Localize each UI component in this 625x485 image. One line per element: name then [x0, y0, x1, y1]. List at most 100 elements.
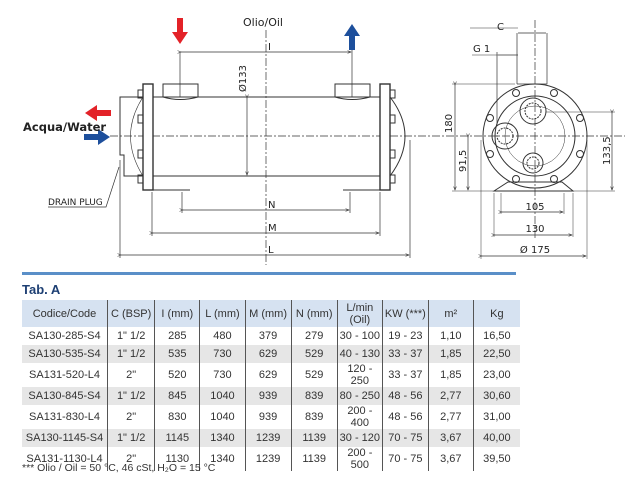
table-cell: 19 - 23: [381, 327, 429, 345]
dim-91-5-label: 91,5: [458, 150, 469, 172]
table-cell: 80 - 250: [336, 387, 383, 405]
table-cell: 48 - 56: [381, 405, 429, 429]
table-cell: 1130: [154, 447, 200, 471]
section-divider: [22, 272, 516, 275]
table-cell: 22,50: [472, 345, 520, 363]
table-cell: 529: [290, 363, 338, 387]
table-cell: 3,67: [427, 429, 474, 447]
table-cell: 1,85: [427, 363, 474, 387]
table-cell: SA131-830-L4: [29, 411, 100, 423]
table-cell: 1139: [290, 447, 338, 471]
table-cell: 120 - 250: [336, 363, 383, 387]
column-header: KW (***): [381, 300, 429, 327]
column-header: C (BSP): [107, 300, 155, 327]
table-cell: SA130-845-S4: [22, 387, 108, 405]
table-title: Tab. A: [22, 282, 61, 297]
table-cell: 830: [154, 405, 200, 429]
dim-105-label: 105: [525, 202, 544, 213]
table-cell: 730: [199, 345, 246, 363]
table-cell: 1" 1/2: [107, 345, 155, 363]
dim-i-label: I: [268, 42, 271, 53]
table-cell: 1" 1/2: [107, 429, 155, 447]
dim-l-label: L: [268, 245, 274, 256]
table-cell: 16,50: [472, 327, 520, 345]
table-cell: 33 - 37: [381, 363, 429, 387]
table-cell: SA131-520-L4: [29, 369, 100, 381]
table-cell: 839: [290, 387, 338, 405]
table-cell: SA130-1145-S4: [22, 429, 108, 447]
table-cell: 1040: [199, 405, 246, 429]
table-cell: 31,00: [472, 405, 520, 429]
dim-133-5-label: 133,5: [602, 136, 613, 165]
table-cell: 529: [290, 345, 338, 363]
table-cell: SA130-285-S4: [28, 330, 101, 342]
table-cell: 2": [107, 363, 155, 387]
table-cell: 2,77: [427, 387, 474, 405]
table-cell: 520: [154, 363, 200, 387]
table-cell: 1239: [244, 429, 292, 447]
table-cell: 40,00: [472, 429, 520, 447]
dim-180-label: 180: [444, 114, 455, 133]
table-cell: 70 - 75: [381, 429, 429, 447]
column-header: M (mm): [244, 300, 292, 327]
dim-g1-label: G 1: [473, 44, 490, 55]
table-cell: 480: [199, 327, 246, 345]
table-cell: 939: [244, 405, 292, 429]
table-cell: 1239: [244, 447, 292, 471]
table-cell: 39,50: [472, 447, 520, 471]
table-cell: 1,85: [427, 345, 474, 363]
table-cell: 30,60: [472, 387, 520, 405]
table-cell: 279: [290, 327, 338, 345]
table-cell: 1" 1/2: [107, 327, 155, 345]
table-cell: 845: [154, 387, 200, 405]
oil-outlet-arrow-icon: [344, 24, 360, 50]
footnote: *** Olio / Oil = 50 °C, 46 cSt, H₂O = 15…: [22, 462, 216, 474]
column-header: Codice/Code: [22, 300, 108, 327]
table-cell: 1040: [199, 387, 246, 405]
dim-diameter-133-label: Ø133: [237, 65, 249, 92]
table-cell: 1145: [154, 429, 200, 447]
side-view: [48, 30, 625, 265]
dim-130-label: 130: [525, 224, 544, 235]
table-cell: 1,10: [427, 327, 474, 345]
table-cell: 839: [290, 405, 338, 429]
table-cell: 1340: [199, 447, 246, 471]
dim-n-label: N: [268, 200, 275, 211]
oil-inlet-arrow-icon: [172, 18, 188, 44]
table-cell: 629: [244, 345, 292, 363]
table-cell: 2": [107, 405, 155, 429]
dim-c-label: C: [497, 22, 504, 33]
table-cell: SA131-1130-L4: [26, 453, 103, 465]
table-cell: 2,77: [427, 405, 474, 429]
table-cell: 40 - 130: [336, 345, 383, 363]
table-cell: 535: [154, 345, 200, 363]
column-header: N (mm): [290, 300, 338, 327]
table-cell: 939: [244, 387, 292, 405]
oil-label: Olio/Oil: [243, 16, 283, 29]
column-header: L (mm): [199, 300, 246, 327]
table-cell: 629: [244, 363, 292, 387]
end-view: [452, 20, 615, 259]
table-cell: 30 - 100: [336, 327, 383, 345]
table-cell: 1139: [290, 429, 338, 447]
drain-plug-label: DRAIN PLUG: [48, 198, 103, 208]
table-cell: 200 - 500: [336, 447, 383, 471]
table-cell: 3,67: [427, 447, 474, 471]
table-cell: 70 - 75: [381, 447, 429, 471]
water-inlet-arrow-icon: [84, 129, 110, 145]
table-cell: 48 - 56: [381, 387, 429, 405]
column-header: L/min (Oil): [336, 300, 383, 327]
table-cell: SA130-535-S4: [22, 345, 108, 363]
column-header: Kg: [472, 300, 520, 327]
column-header: m²: [427, 300, 474, 327]
dim-m-label: M: [268, 223, 277, 234]
